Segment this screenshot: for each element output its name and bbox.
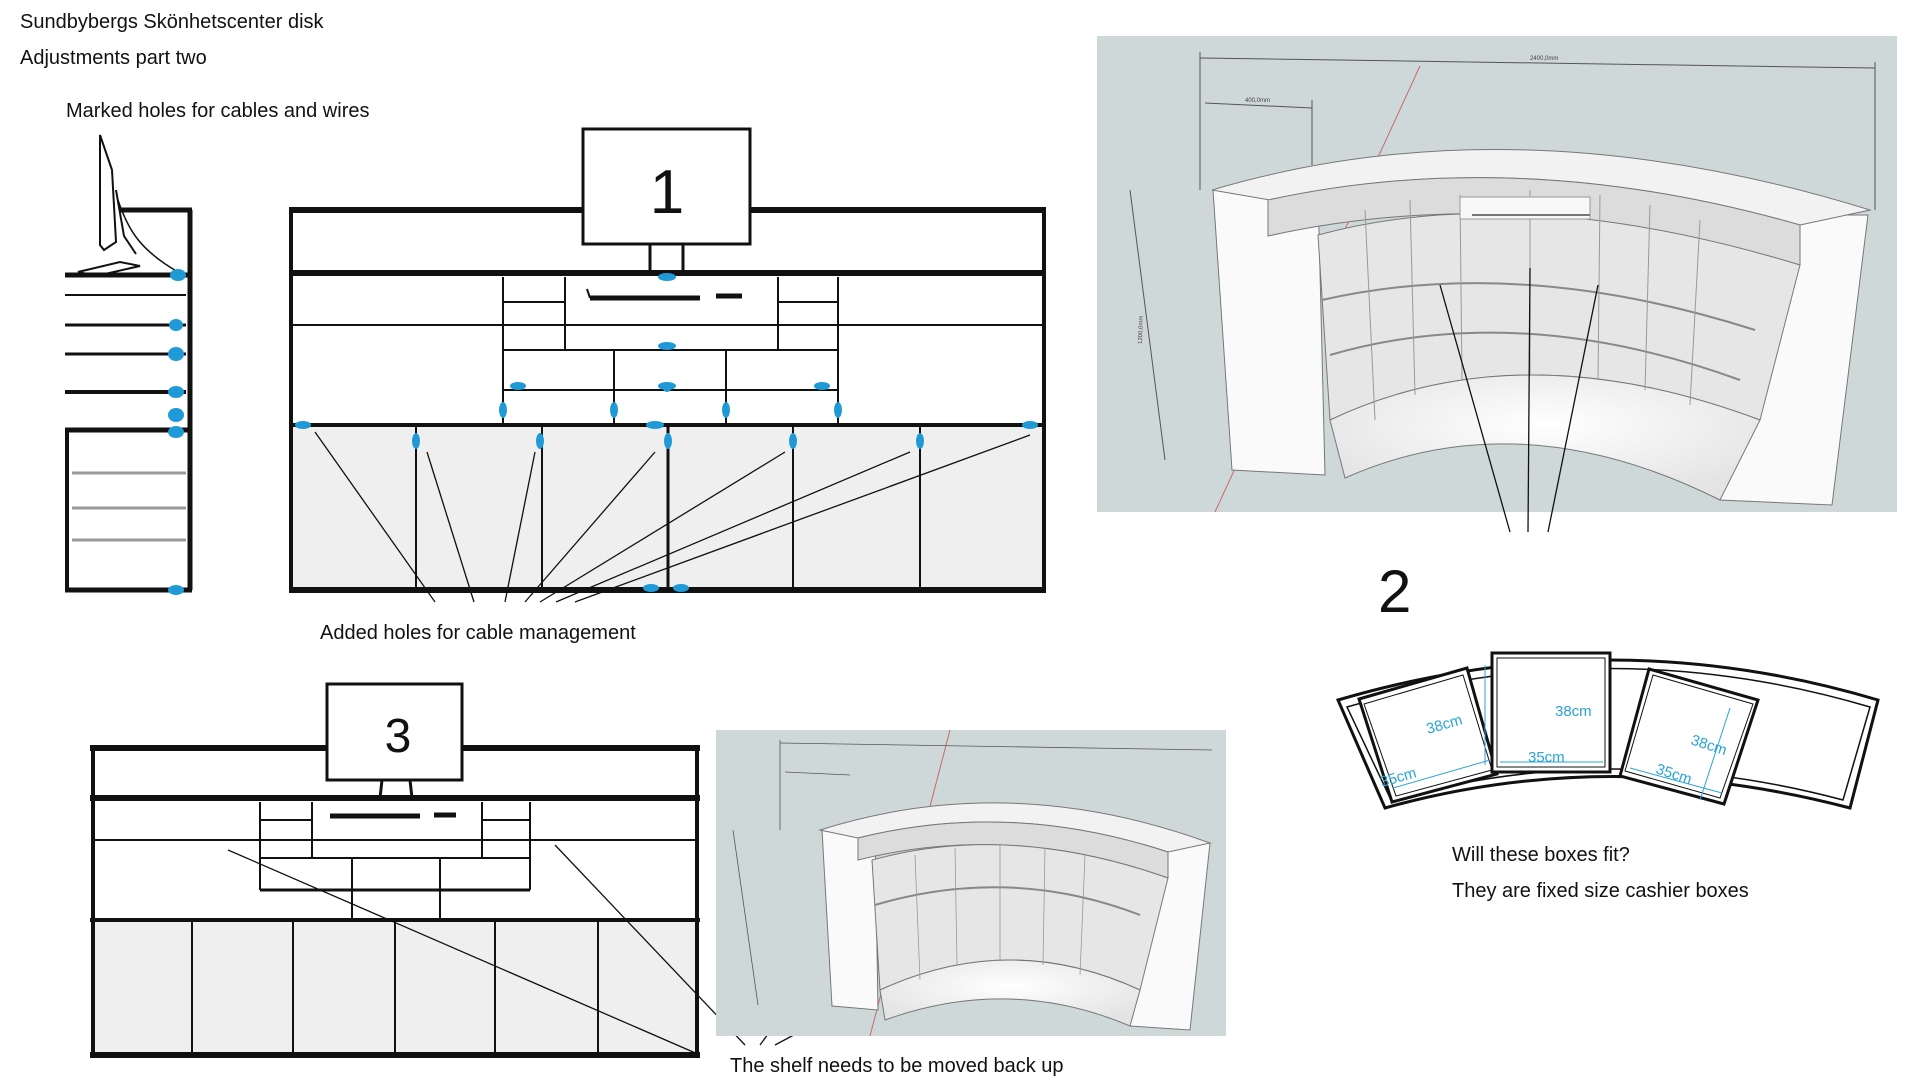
box-middle-height: 38cm (1555, 703, 1592, 720)
monitor-1 (581, 127, 752, 246)
cable-hole-marker (610, 402, 618, 418)
side-view (65, 134, 193, 593)
box-middle-width: 35cm (1528, 749, 1565, 766)
front-hole-markers (295, 273, 1038, 592)
front-view-3 (90, 682, 700, 1058)
cable-hole-marker (168, 347, 184, 361)
render-dim-depth: 400,0mm (1245, 98, 1270, 104)
label-boxes-note: They are fixed size cashier boxes (1452, 880, 1749, 902)
render-top-right: 2400,0mm 400,0mm 1200,0mm (1097, 36, 1897, 533)
cashier-boxes-diagram (1335, 651, 1880, 810)
section-number-3: 3 (385, 710, 412, 763)
cable-hole-marker (412, 433, 420, 449)
cable-hole-marker (169, 319, 183, 331)
cable-hole-marker (834, 402, 842, 418)
label-shelf-note: The shelf needs to be moved back up (730, 1055, 1064, 1077)
page-title: Sundbybergs Skönhetscenter disk (20, 11, 324, 33)
cable-hole-marker (168, 426, 184, 438)
side-monitor-stand (115, 189, 137, 255)
cable-hole-marker (814, 382, 830, 390)
render-bottom (716, 729, 1226, 1037)
label-marked-holes: Marked holes for cables and wires (66, 100, 370, 122)
cable-hole-marker (168, 585, 184, 595)
cable-hole-marker (673, 584, 689, 592)
cable-hole-marker (170, 269, 186, 281)
cable-hole-marker (295, 421, 311, 429)
cable-hole-marker (658, 342, 676, 350)
cable-hole-marker (664, 433, 672, 449)
cable-hole-marker (643, 584, 659, 592)
cable-hole-marker (916, 433, 924, 449)
section-number-1: 1 (650, 158, 684, 227)
monitor-3 (325, 682, 464, 782)
cable-hole-marker (168, 386, 184, 398)
pointer-lines-holes (314, 431, 1031, 603)
label-added-holes: Added holes for cable management (320, 622, 636, 644)
front-view-1 (289, 127, 1046, 593)
section-number-2: 2 (1378, 558, 1412, 625)
cable-hole-marker (658, 273, 676, 281)
cable-hole-marker (1022, 421, 1038, 429)
page-subtitle: Adjustments part two (20, 47, 207, 69)
side-hole-markers (168, 269, 186, 595)
cable-hole-marker (510, 382, 526, 390)
cable-hole-marker (789, 433, 797, 449)
cable-hole-marker (722, 402, 730, 418)
render-dim-height: 1200,0mm (1138, 316, 1145, 345)
render-dim-width: 2400,0mm (1530, 56, 1558, 62)
cable-hole-marker (168, 408, 184, 422)
cable-hole-marker (536, 433, 544, 449)
side-monitor (99, 134, 118, 252)
cable-hole-marker (646, 421, 664, 429)
cable-hole-marker (499, 402, 507, 418)
label-boxes-question: Will these boxes fit? (1452, 844, 1630, 866)
cable-hole-marker (663, 384, 671, 392)
